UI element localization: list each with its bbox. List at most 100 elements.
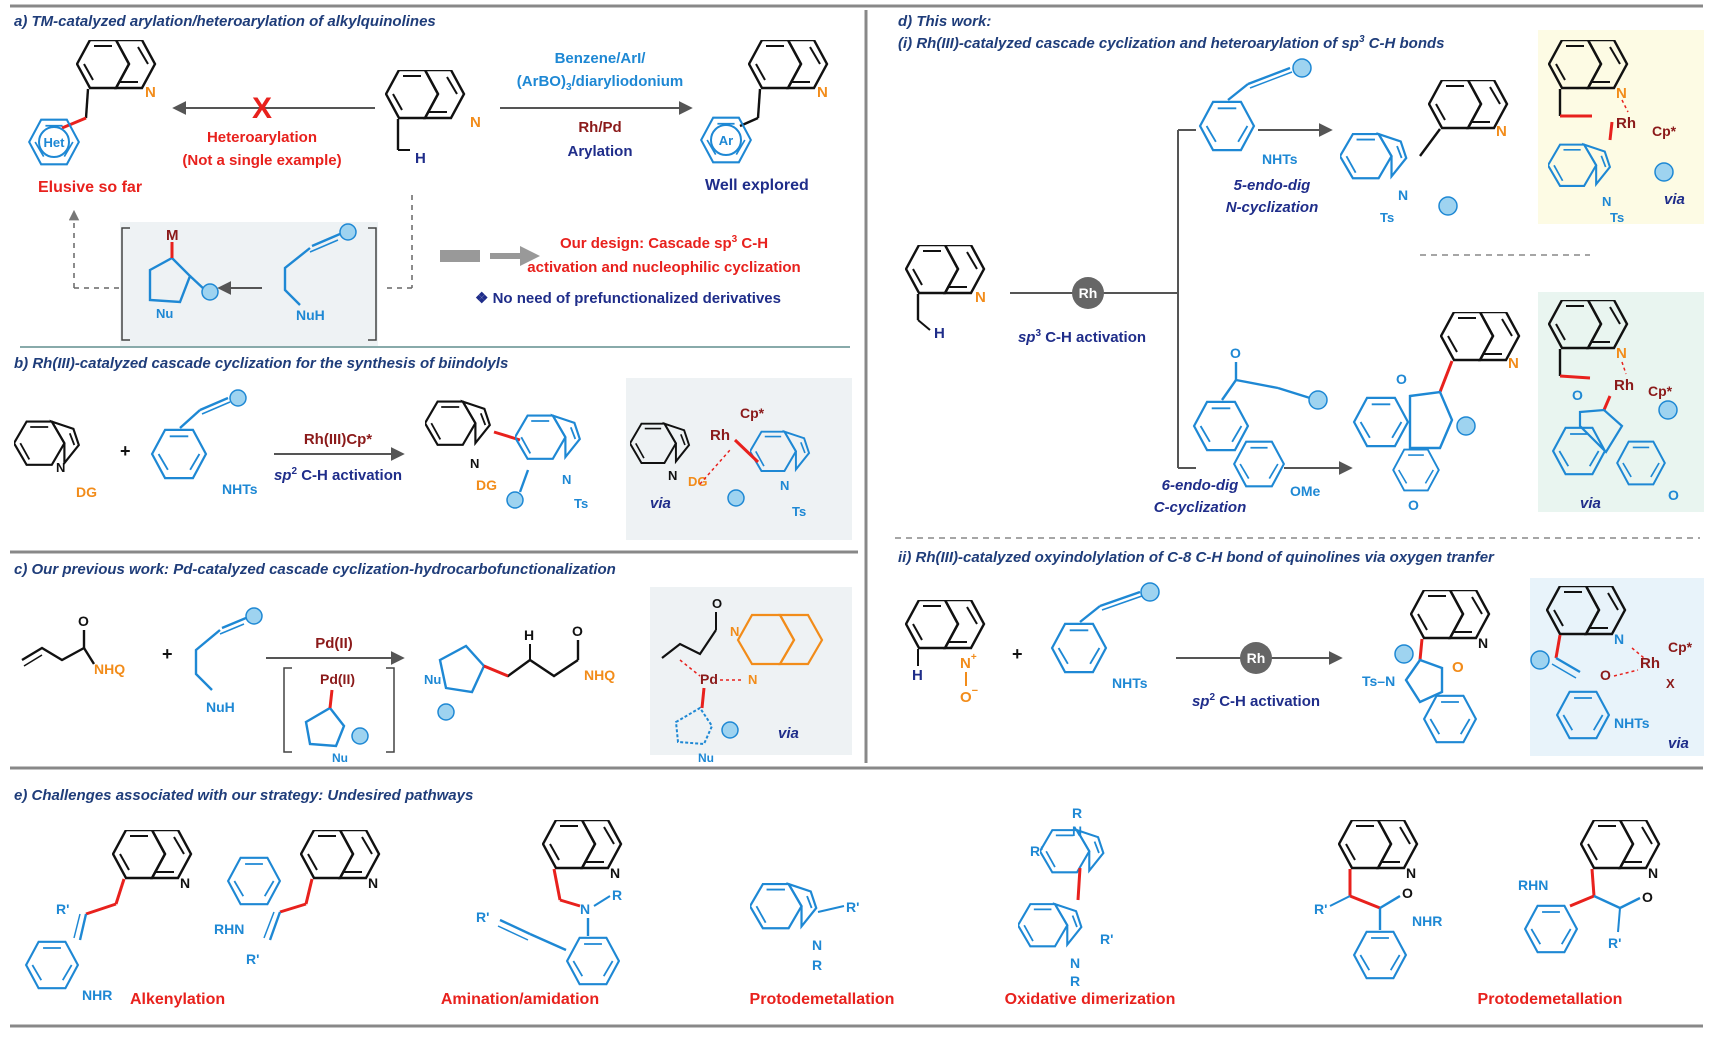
cross-mark: X (252, 92, 272, 125)
svg-text:N: N (1508, 355, 1519, 372)
svg-text:NHTs: NHTs (1614, 715, 1650, 731)
svg-text:H: H (415, 150, 426, 167)
svg-text:Rh: Rh (710, 427, 730, 444)
svg-text:Ts: Ts (574, 496, 588, 511)
svg-text:Rh: Rh (1079, 285, 1098, 301)
panel-d-ii-title: ii) Rh(III)-catalyzed oxyindolylation of… (898, 549, 1495, 566)
svg-text:NuH: NuH (206, 699, 235, 715)
svg-text:N: N (56, 460, 65, 475)
svg-text:DG: DG (476, 477, 497, 493)
svg-text:N: N (1070, 955, 1080, 971)
svg-text:via: via (650, 495, 671, 512)
amination-label: Amination/amidation (441, 991, 599, 1008)
svg-text:NHTs: NHTs (222, 481, 258, 497)
svg-text:R': R' (476, 909, 489, 925)
svg-text:Pd: Pd (700, 671, 718, 687)
svg-text:Cp*: Cp* (1652, 123, 1677, 139)
svg-text:R: R (812, 957, 822, 973)
svg-text:Rh: Rh (1640, 655, 1660, 672)
svg-text:via: via (1664, 191, 1685, 208)
svg-text:R': R' (56, 901, 69, 917)
svg-text:H: H (934, 325, 945, 342)
svg-text:Benzene/ArI/: Benzene/ArI/ (555, 50, 647, 67)
svg-text:H: H (524, 627, 534, 643)
svg-text:NHQ: NHQ (94, 661, 125, 677)
svg-text:Cp*: Cp* (1648, 383, 1673, 399)
svg-text:N: N (1398, 187, 1408, 203)
svg-text:N: N (1406, 865, 1416, 881)
svg-text:OMe: OMe (1290, 483, 1321, 499)
svg-text:Arylation: Arylation (567, 143, 632, 160)
via-box-b (626, 378, 852, 540)
svg-text:N: N (610, 865, 620, 881)
svg-text:Nu: Nu (698, 751, 714, 765)
svg-text:O: O (572, 623, 583, 639)
svg-text:Pd(II): Pd(II) (320, 671, 355, 687)
svg-text:N: N (1602, 194, 1611, 209)
panel-e-title: e) Challenges associated with our strate… (14, 787, 473, 804)
svg-text:O: O (1452, 659, 1464, 676)
svg-text:N: N (1496, 123, 1507, 140)
svg-text:N: N (1614, 631, 1624, 647)
protodemetallation-label-1: Protodemetallation (750, 991, 895, 1008)
svg-text:Rh(III)Cp*: Rh(III)Cp* (304, 431, 372, 448)
svg-text:Rh: Rh (1247, 650, 1266, 666)
svg-text:O: O (1668, 487, 1679, 503)
svg-text:N: N (1072, 823, 1082, 839)
panel-c-title: c) Our previous work: Pd-catalyzed casca… (14, 561, 616, 578)
svg-text:N: N (562, 472, 571, 487)
svg-text:C-cyclization: C-cyclization (1154, 499, 1247, 516)
design-intermediate-box (120, 222, 378, 346)
panel-b-title: b) Rh(III)-catalyzed cascade cyclization… (14, 355, 508, 372)
svg-text:Rh: Rh (1616, 115, 1636, 132)
svg-text:Ar: Ar (719, 133, 733, 148)
svg-text:R': R' (1314, 901, 1327, 917)
panel-d-title: d) This work: (898, 13, 991, 30)
svg-text:X: X (1666, 676, 1675, 691)
svg-text:O: O (1396, 371, 1407, 387)
svg-text:Ts–N: Ts–N (1362, 673, 1395, 689)
svg-text:Cp*: Cp* (740, 405, 765, 421)
het-label: Het (44, 135, 66, 150)
svg-text:NHR: NHR (82, 987, 112, 1003)
svg-text:N: N (817, 84, 828, 101)
svg-text:6-endo-dig: 6-endo-dig (1162, 477, 1239, 494)
svg-text:O−: O− (960, 685, 978, 706)
svg-text:NHTs: NHTs (1262, 151, 1298, 167)
svg-text:R: R (1072, 805, 1082, 821)
svg-text:N: N (1616, 85, 1627, 102)
svg-text:O: O (1642, 889, 1653, 905)
svg-text:R': R' (1608, 935, 1621, 951)
alkenylation-label: Alkenylation (130, 991, 225, 1008)
svg-text:Pd(II): Pd(II) (315, 635, 353, 652)
svg-text:N-cyclization: N-cyclization (1226, 199, 1319, 216)
svg-text:Our design: Cascade sp3 C-H: Our design: Cascade sp3 C-H (560, 234, 768, 252)
svg-text:sp3 C-H activation: sp3 C-H activation (1018, 328, 1146, 346)
svg-text:N: N (748, 672, 757, 687)
svg-text:via: via (1580, 495, 1601, 512)
svg-text:Ts: Ts (1380, 210, 1394, 225)
svg-text:N: N (180, 875, 190, 891)
via-box-d-lower (1538, 292, 1704, 512)
svg-text:H: H (912, 667, 923, 684)
svg-text:activation and nucleophilic cy: activation and nucleophilic cyclization (527, 259, 800, 276)
svg-text:N: N (1648, 865, 1658, 881)
svg-text:N: N (780, 478, 789, 493)
svg-text:DG: DG (76, 484, 97, 500)
svg-text:+: + (162, 644, 173, 664)
via-box-d-upper (1538, 30, 1704, 224)
svg-text:R': R' (1100, 931, 1113, 947)
svg-text:O: O (1408, 497, 1419, 513)
no-need-note: ❖ No need of prefunctionalized derivativ… (475, 290, 781, 307)
svg-text:+: + (1012, 644, 1023, 664)
svg-text:Heteroarylation: Heteroarylation (207, 129, 317, 146)
svg-text:sp2 C-H activation: sp2 C-H activation (274, 466, 402, 484)
svg-text:Nu: Nu (332, 751, 348, 765)
svg-text:R': R' (246, 951, 259, 967)
svg-text:N+: N+ (960, 652, 977, 672)
svg-text:N: N (145, 84, 156, 101)
svg-text:O: O (1572, 387, 1583, 403)
svg-text:NHR: NHR (1412, 913, 1442, 929)
elusive-label: Elusive so far (38, 179, 142, 196)
svg-text:(ArBO)3/diaryliodonium: (ArBO)3/diaryliodonium (517, 73, 683, 93)
